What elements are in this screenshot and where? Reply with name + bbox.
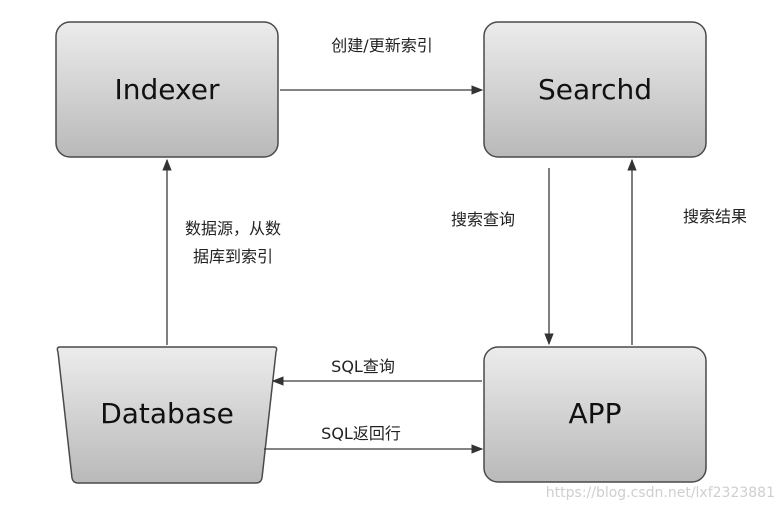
app-node: APP (483, 346, 707, 483)
database-to-indexer-label-line1: 数据源，从数 (185, 219, 281, 238)
indexer-node: Indexer (55, 21, 279, 158)
database-to-app-label: SQL返回行 (321, 424, 401, 443)
searchd-label: Searchd (538, 73, 652, 106)
app-to-searchd-label: 搜索结果 (683, 207, 747, 226)
app-label: APP (569, 397, 622, 430)
indexer-label: Indexer (115, 73, 220, 106)
database-to-indexer-label-line2: 据库到索引 (193, 247, 273, 266)
database-node: Database (56, 346, 278, 484)
app-to-database-label: SQL查询 (331, 357, 395, 376)
searchd-to-app-label: 搜索查询 (451, 210, 515, 229)
searchd-node: Searchd (483, 21, 707, 158)
database-label: Database (100, 397, 234, 430)
watermark: https://blog.csdn.net/lxf2323881 (546, 485, 775, 501)
indexer-to-searchd-label: 创建/更新索引 (331, 36, 432, 55)
